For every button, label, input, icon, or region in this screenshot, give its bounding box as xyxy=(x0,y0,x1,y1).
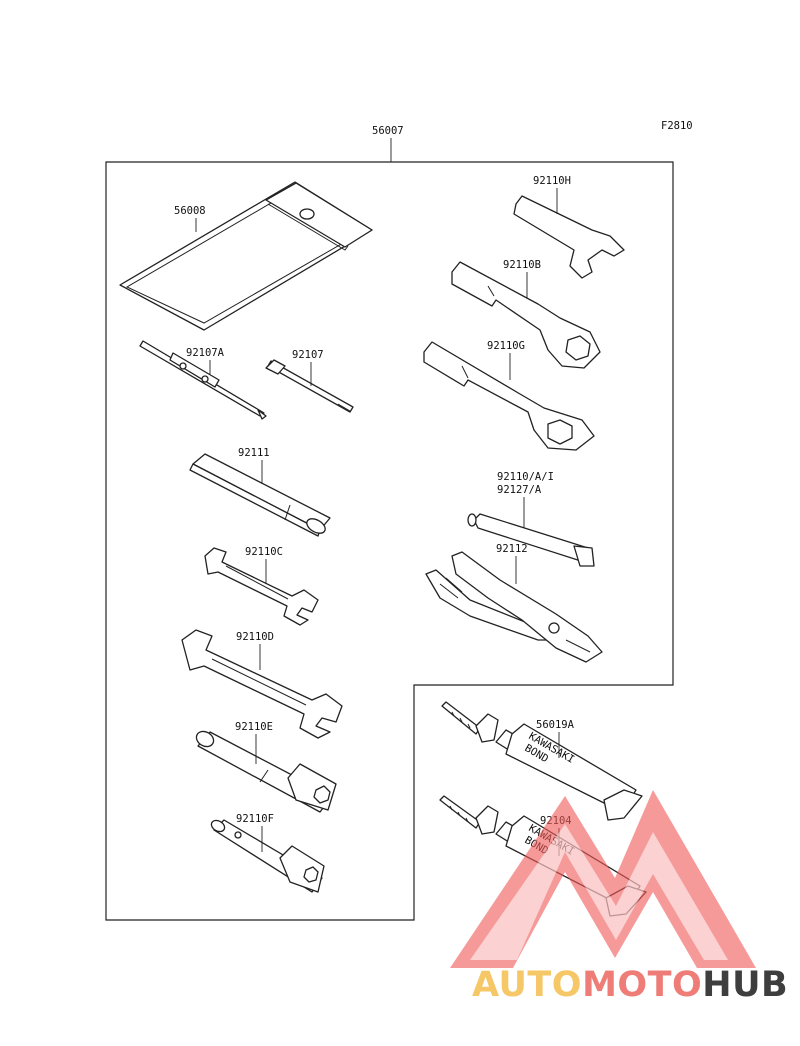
part-label-56008: 56008 xyxy=(174,205,206,217)
hook-wrench xyxy=(513,195,625,279)
figure-code: F2810 xyxy=(661,120,693,132)
part-label-92110g: 92110G xyxy=(487,340,525,352)
part-label-92107: 92107 xyxy=(292,349,324,361)
watermark-text: AUTOMOTOHUB xyxy=(472,965,788,1005)
part-label-92107a: 92107A xyxy=(186,347,225,359)
part-label-92111: 92111 xyxy=(238,447,270,459)
pliers xyxy=(425,551,603,663)
open-end-wrench-c xyxy=(204,547,319,626)
hex-key xyxy=(467,513,595,567)
watermark-logo xyxy=(450,790,756,968)
open-end-wrench-d xyxy=(181,629,343,739)
watermark-auto: AUTO xyxy=(472,965,582,1005)
part-label-92110c: 92110C xyxy=(245,546,283,558)
assembly-boundary xyxy=(105,161,674,921)
part-label-92110d: 92110D xyxy=(236,631,274,643)
watermark-moto: MOTO xyxy=(582,965,702,1005)
tool-bag xyxy=(119,181,373,331)
assembly-number-label: 56007 xyxy=(372,125,404,137)
handle-bar xyxy=(189,453,331,537)
part-label-92110h: 92110H xyxy=(533,175,571,187)
box-socket-wrench xyxy=(195,730,337,813)
part-label-92110b: 92110B xyxy=(503,259,541,271)
part-label-92112: 92112 xyxy=(496,543,528,555)
screwdriver-bit xyxy=(265,359,354,413)
ring-wrench-g xyxy=(423,341,595,451)
bond-tube-56019a: KAWASAKI BOND xyxy=(441,701,643,821)
watermark-hub: HUB xyxy=(702,965,788,1005)
watermark-triangle-icon xyxy=(450,790,756,968)
screwdriver xyxy=(139,340,267,420)
ring-wrench-b xyxy=(451,261,601,369)
part-label-92110-a-i: 92110/A/I xyxy=(497,471,554,483)
part-label-92110f: 92110F xyxy=(236,813,274,825)
spark-plug-wrench xyxy=(210,819,325,893)
part-label-92127-a: 92127/A xyxy=(497,484,542,496)
part-label-56019a: 56019A xyxy=(536,719,575,731)
part-label-92110e: 92110E xyxy=(235,721,273,733)
